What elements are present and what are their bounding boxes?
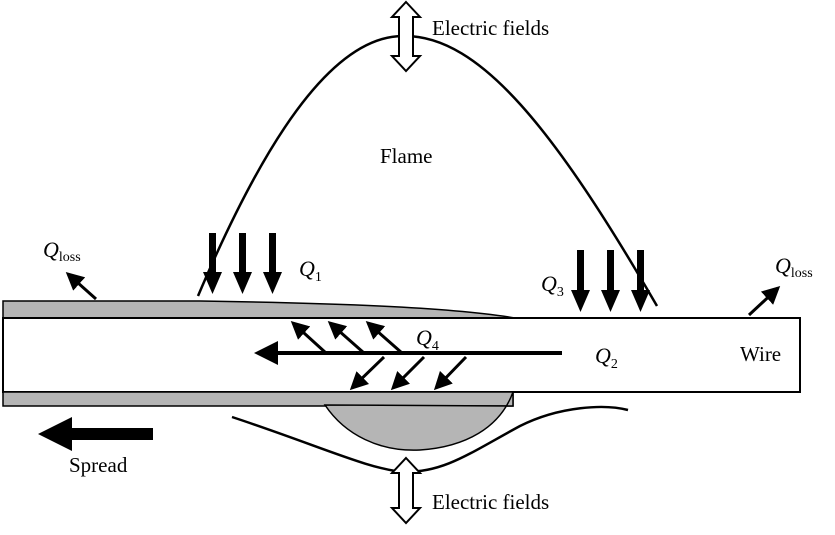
q1-label: Q1 — [299, 256, 322, 285]
insulation-top — [2, 300, 516, 319]
q3-label: Q3 — [541, 271, 564, 300]
q-loss-right-label: Qloss — [775, 253, 813, 281]
insulation-bottom — [2, 391, 514, 407]
q-loss-right-arrow — [747, 285, 781, 317]
q4-arrow-up — [365, 321, 403, 355]
q-loss-left-label: Qloss — [43, 237, 81, 265]
q4-heat-arrows — [290, 320, 468, 391]
q4-arrow-up — [290, 320, 328, 355]
q4-arrow-down — [433, 355, 468, 391]
electric-fields-bottom-label: Electric fields — [432, 490, 549, 514]
flame-label: Flame — [380, 144, 433, 168]
q4-arrow-down — [390, 355, 426, 391]
flame-envelope — [196, 34, 659, 307]
q4-arrow-down — [349, 355, 386, 391]
q3-arrow — [571, 250, 590, 312]
electric-field-arrow-bottom — [389, 456, 423, 525]
q3-arrow — [601, 250, 620, 312]
q1-arrow — [233, 233, 252, 294]
spread-label: Spread — [69, 453, 128, 477]
q-loss-left-arrow — [65, 272, 97, 301]
q4-arrow-up — [327, 321, 365, 355]
q1-arrow — [263, 233, 282, 294]
q2-label: Q2 — [595, 343, 618, 372]
electric-field-arrow-top — [389, 0, 423, 73]
wire-label: Wire — [740, 342, 781, 366]
q3-arrow — [631, 250, 650, 312]
q1-arrow — [203, 233, 222, 294]
spread-arrow — [38, 417, 153, 451]
q3-heat-arrows — [571, 250, 650, 312]
q1-heat-arrows — [203, 233, 282, 294]
lower-wave — [231, 405, 629, 474]
q4-label: Q4 — [416, 325, 439, 354]
molten-drop — [323, 391, 514, 451]
electric-fields-top-label: Electric fields — [432, 16, 549, 40]
